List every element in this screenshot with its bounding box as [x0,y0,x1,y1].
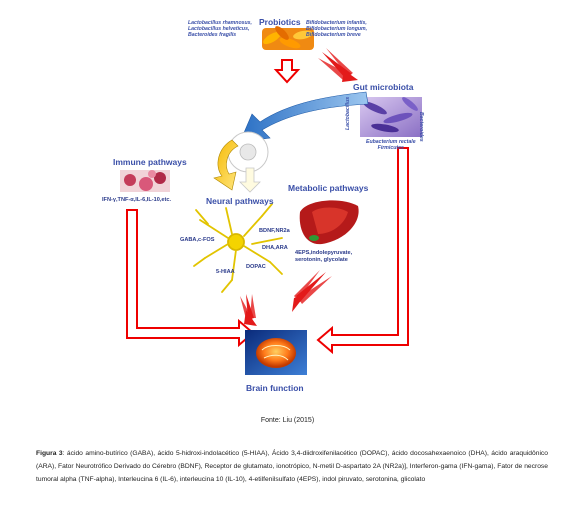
caption-label: Figura 3 [36,450,63,457]
probiotics-right-species: Bifidobacterium infantis, Bifidobacteriu… [306,20,368,38]
gut-microbiota-title: Gut microbiota [353,82,414,92]
gut-left-vertical-label: Lactobacillus [345,96,351,130]
figure-caption: Figura 3: ácido amino-butírico (GABA), á… [36,447,548,487]
yellow-circular-arrow [213,131,269,193]
probiotic-capsules-image [262,26,314,50]
gut-right-vertical-label: Bacteroides [418,112,424,142]
immune-pathways-title: Immune pathways [113,157,187,167]
brain-image [245,330,307,375]
gut-microbiota-image [360,97,422,137]
arrow-probiotics-down [273,59,301,84]
metabolic-pathways-title: Metabolic pathways [288,183,369,193]
probiotics-left-species: Lactobacillus rhamnosus, Lactobacillus h… [188,20,252,38]
immune-cytokines-label: IFN-γ,TNF-α,IL-6,IL-10,etc. [102,197,172,203]
neural-bdnf-label: BDNF,NR2a [259,228,290,234]
diagram-graphics [120,26,422,375]
liver-image [299,200,359,245]
neural-dha-label: DHA,ARA [262,245,288,251]
neural-5hiaa-label: 5-HIAA [216,269,235,275]
neural-pathways-title: Neural pathways [206,196,274,206]
arrow-immune-to-brain [126,209,255,348]
brain-function-title: Brain function [246,383,304,393]
caption-text: : ácido amino-butírico (GABA), ácido 5-h… [36,450,549,484]
gut-brain-diagram: Lactobacillus rhamnosus, Lactobacillus h… [102,17,424,393]
arrow-probiotics-to-gut [318,48,358,82]
gut-bottom-species: Eubacterium rectale Firmicutes [366,139,416,151]
immune-pathways-image [120,170,170,192]
arrow-gut-to-brain [316,147,409,355]
metabolic-metabolites-label: 4EPS,indolepyruvate, serotonin, glycolat… [295,250,353,263]
arrow-neural-to-brain [240,294,257,326]
neural-pathways-image [193,203,283,293]
probiotics-title: Probiotics [259,17,301,27]
neural-dopac-label: DOPAC [246,264,266,270]
figure-source: Fonte: Liu (2015) [260,417,315,424]
arrow-metabolic-to-brain [292,270,332,312]
neural-gaba-label: GABA,c-FOS [180,237,215,243]
